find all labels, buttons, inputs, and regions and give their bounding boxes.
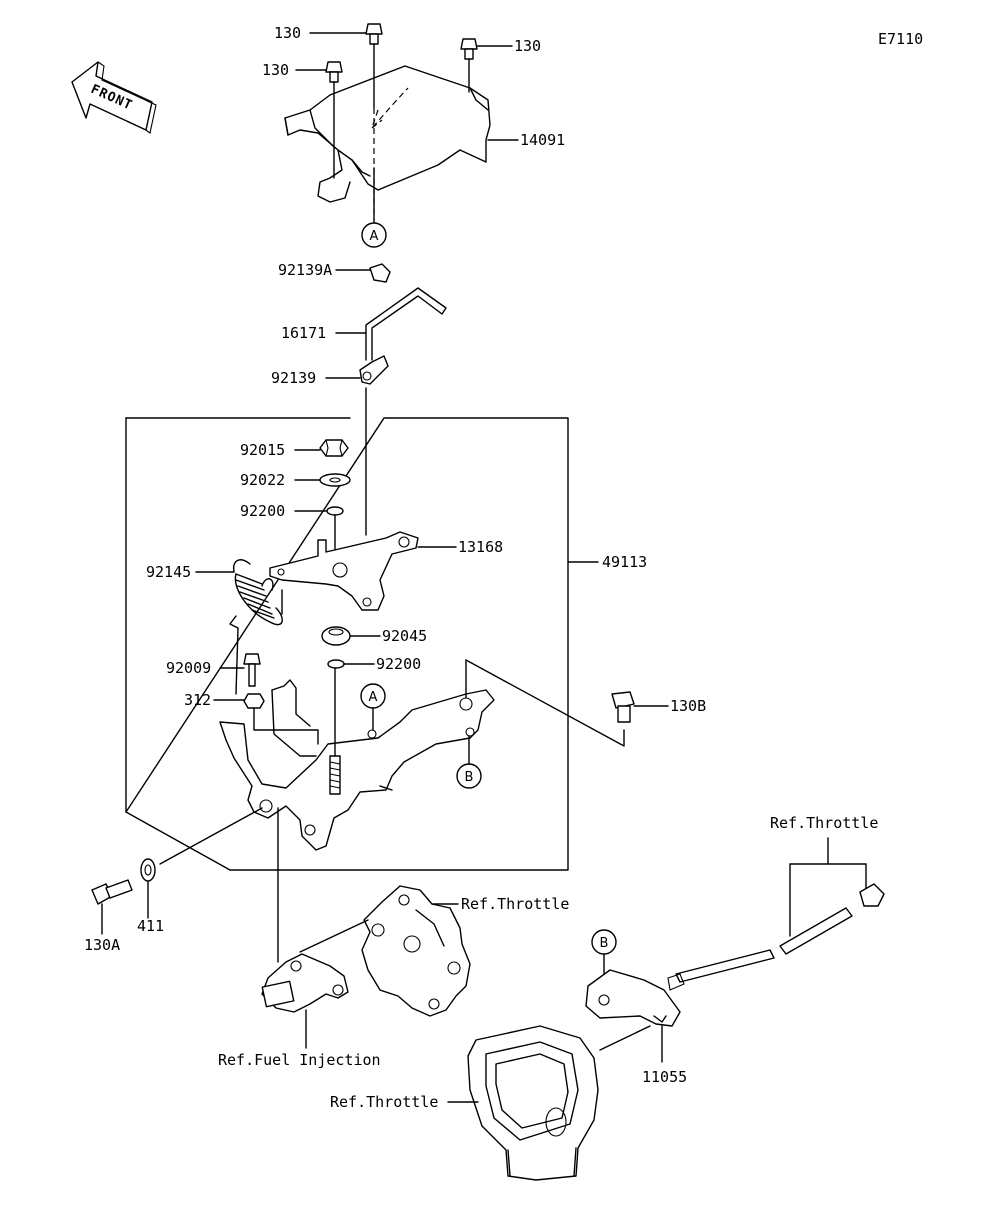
svg-text:B: B xyxy=(465,770,474,785)
callout-a-mid: A xyxy=(360,683,386,709)
bolt-130-right xyxy=(460,38,478,60)
bolt-130B xyxy=(611,691,635,723)
svg-text:A: A xyxy=(369,690,378,705)
clip-92139 xyxy=(359,355,389,385)
label-ref-throttle-top: Ref.Throttle xyxy=(770,814,878,832)
washer-411 xyxy=(140,858,156,882)
bracket-11055 xyxy=(585,969,681,1027)
bolt-130A xyxy=(91,879,133,905)
throttle-body-mid xyxy=(361,885,471,1017)
callout-b-low: B xyxy=(591,929,617,955)
callout-b-mid: B xyxy=(456,763,482,789)
screw-92009 xyxy=(243,653,261,687)
washer-92200-b xyxy=(327,659,345,669)
bushing-92045 xyxy=(321,626,351,646)
main-bracket-plate xyxy=(219,679,495,851)
washer-92022 xyxy=(319,473,351,487)
label-92009: 92009 xyxy=(166,659,211,677)
lever-13168 xyxy=(269,531,419,611)
bolt-130-top xyxy=(365,23,383,45)
throttle-body-bottom xyxy=(467,1025,599,1181)
label-92045: 92045 xyxy=(382,627,427,645)
nut-312 xyxy=(243,693,265,709)
cap-nut xyxy=(859,883,885,907)
part-14091-bracket xyxy=(284,65,491,203)
label-11055: 11055 xyxy=(642,1068,687,1086)
label-411: 411 xyxy=(137,917,164,935)
label-92015: 92015 xyxy=(240,441,285,459)
bolt-130-left xyxy=(325,61,343,83)
label-92139: 92139 xyxy=(271,369,316,387)
label-92145: 92145 xyxy=(146,563,191,581)
label-ref-fuel-injection: Ref.Fuel Injection xyxy=(218,1051,381,1069)
label-14091: 14091 xyxy=(520,131,565,149)
throttle-rod xyxy=(667,907,853,991)
front-arrow-icon: FRONT xyxy=(71,61,157,134)
label-92200-b: 92200 xyxy=(376,655,421,673)
stud xyxy=(329,755,341,795)
label-49113: 49113 xyxy=(602,553,647,571)
clip-92139A xyxy=(369,263,391,283)
label-ref-throttle-mid: Ref.Throttle xyxy=(461,895,569,913)
assembly-49113-frame xyxy=(125,417,569,871)
label-312: 312 xyxy=(184,691,211,709)
svg-text:A: A xyxy=(370,229,379,244)
label-16171: 16171 xyxy=(281,324,326,342)
rod-16171 xyxy=(365,287,447,361)
callout-a-top: A xyxy=(361,222,387,248)
throttle-position-sensor xyxy=(261,953,349,1013)
label-130-right: 130 xyxy=(514,37,541,55)
label-130-top: 130 xyxy=(274,24,301,42)
label-92139A: 92139A xyxy=(278,261,332,279)
label-130-left: 130 xyxy=(262,61,289,79)
spring-92145 xyxy=(233,559,283,626)
washer-92200-a xyxy=(326,506,344,516)
label-130A: 130A xyxy=(84,936,120,954)
diagram-code: E7110 xyxy=(878,30,923,48)
label-13168: 13168 xyxy=(458,538,503,556)
nut-92015 xyxy=(319,439,349,457)
label-ref-throttle-bottom: Ref.Throttle xyxy=(330,1093,438,1111)
label-92022: 92022 xyxy=(240,471,285,489)
svg-text:B: B xyxy=(600,936,609,951)
label-92200-a: 92200 xyxy=(240,502,285,520)
label-130B: 130B xyxy=(670,697,706,715)
